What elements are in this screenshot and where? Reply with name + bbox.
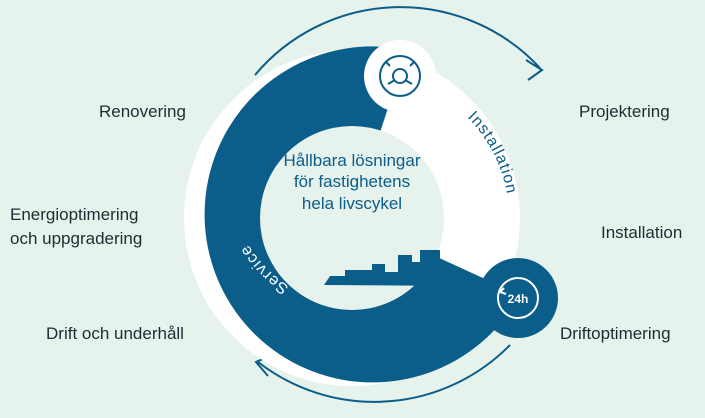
top-cycle-arrow [254,6,541,76]
label-installation: Installation [601,223,683,242]
service-ring [204,46,520,383]
wrench-gear-icon [379,55,421,97]
label-energi-line2: och uppgradering [10,228,143,248]
bottom-cycle-arrow [257,344,511,403]
center-title: Hållbara lösningar för fastighetens hela… [283,151,421,213]
clock-24h-label: 24h [508,292,529,306]
wrench-icon-disc [364,40,436,112]
top-arrowhead [525,59,544,81]
clock-icon-disc [478,258,558,338]
label-energioptimering: Energioptimering och uppgradering [10,203,142,251]
label-renovering: Renovering [99,102,186,121]
city-skyline [324,250,462,286]
clock-24h-icon [497,277,539,319]
label-drift: Drift och underhåll [46,324,184,343]
label-driftoptimering: Driftoptimering [560,324,671,343]
label-projektering: Projektering [579,102,670,121]
label-energi-line1: Energioptimering [10,205,139,224]
